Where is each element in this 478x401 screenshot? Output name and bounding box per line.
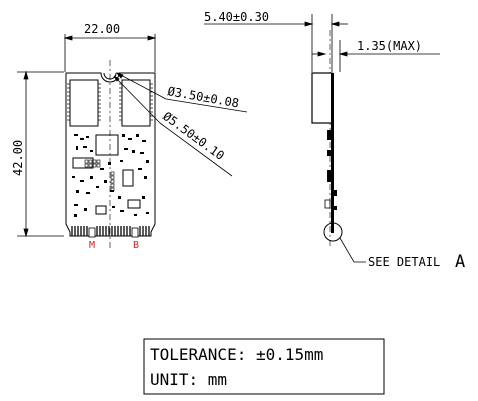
note-box bbox=[143, 338, 385, 395]
max-thickness-label: 1.35(MAX) bbox=[357, 39, 422, 53]
key-m-label: M bbox=[89, 240, 95, 251]
key-b-label: B bbox=[133, 240, 139, 251]
connector-key-notches bbox=[88, 227, 139, 238]
thickness-label: 5.40±0.30 bbox=[204, 10, 269, 24]
unit-text: UNIT: mm bbox=[150, 370, 227, 389]
front-view: 22.00 42.00 bbox=[11, 22, 248, 251]
detail-letter: A bbox=[455, 252, 465, 272]
detail-circle bbox=[323, 222, 343, 242]
width-label: 22.00 bbox=[84, 22, 120, 36]
chip-pins bbox=[67, 83, 153, 121]
hole-leaders bbox=[113, 72, 248, 177]
hole-large-label: Ø5.50±0.10 bbox=[160, 109, 227, 163]
detail-callout: SEE DETAIL bbox=[368, 255, 440, 269]
thickness-dimension bbox=[204, 14, 348, 72]
passive-components bbox=[72, 134, 149, 217]
tolerance-note: TOLERANCE: ±0.15mm UNIT: mm bbox=[143, 338, 385, 395]
height-label: 42.00 bbox=[11, 140, 25, 176]
edge-connector bbox=[71, 226, 150, 236]
component-grid bbox=[84, 159, 115, 192]
hole-small-label: Ø3.50±0.08 bbox=[166, 84, 240, 110]
side-view: 5.40±0.30 1.35(MAX) SEE DETAIL A bbox=[204, 10, 465, 272]
height-dimension bbox=[17, 70, 64, 238]
detail-leader bbox=[339, 237, 366, 263]
width-dimension bbox=[63, 34, 157, 72]
tolerance-text: TOLERANCE: ±0.15mm bbox=[150, 345, 323, 364]
max-dimension bbox=[312, 40, 440, 72]
side-profile bbox=[311, 72, 337, 233]
